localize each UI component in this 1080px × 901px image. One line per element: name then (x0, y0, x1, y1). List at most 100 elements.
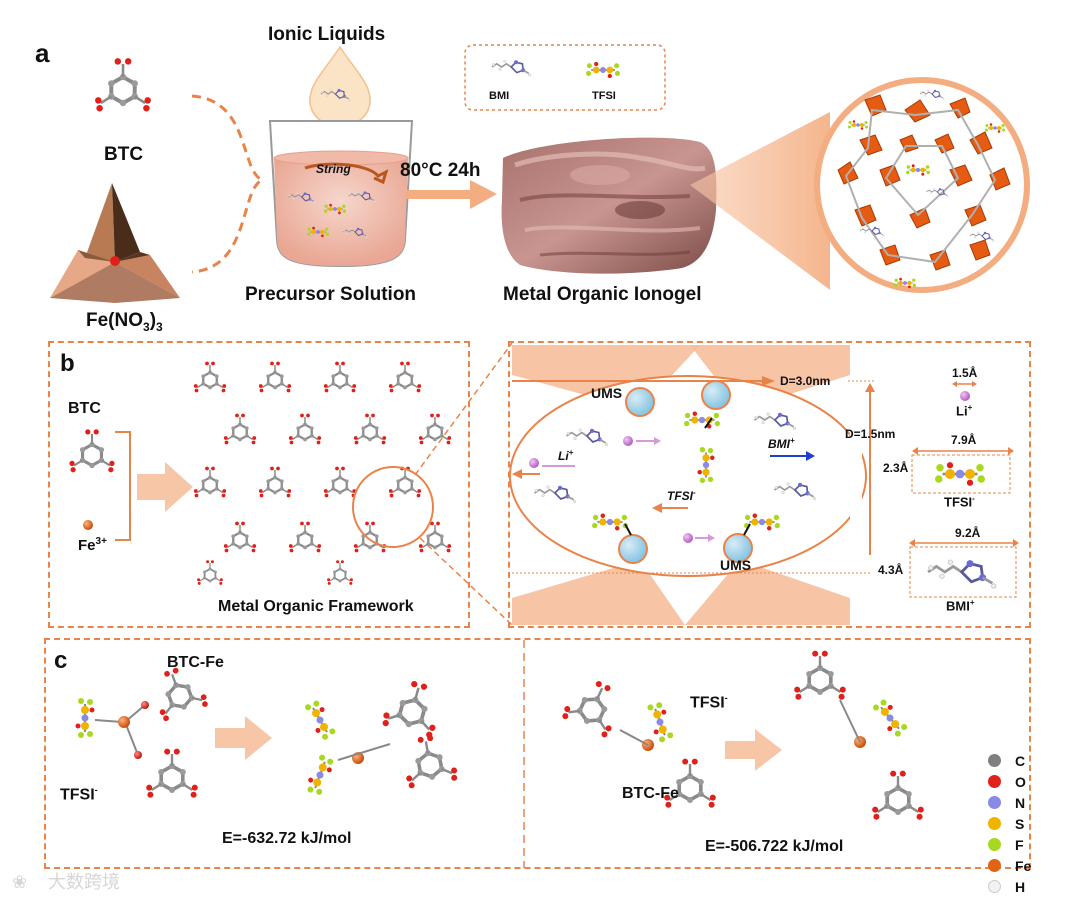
legend-item: H (988, 876, 1031, 897)
li-ion-text: Li (558, 449, 569, 463)
bmi-ion-text: BMI (768, 437, 790, 451)
fe-ion-label: Fe3+ (78, 536, 107, 554)
watermark: ❀ 大数跨境 (12, 868, 120, 894)
mof-label: Metal Organic Framework (218, 598, 414, 615)
bmi-key-label-b: BMI+ (946, 598, 975, 613)
legend-symbol: H (1015, 878, 1026, 895)
tfsi-label-1: TFSI- (60, 785, 98, 804)
d-outer-label: D=3.0nm (780, 374, 831, 388)
legend-symbol: O (1015, 773, 1026, 790)
fe-nitrate-label: Fe(NO3)3 (86, 310, 163, 334)
bracket-curve (191, 94, 266, 274)
panel-c-letter: c (54, 647, 68, 674)
tfsi-key-sup: - (972, 494, 975, 503)
legend-item: C (988, 750, 1031, 771)
tfsi-label-1-text: TFSI (60, 786, 95, 804)
legend-dot-o (988, 775, 1001, 788)
bmi-width-label: 9.2Å (955, 526, 981, 540)
watermark-icon: ❀ (12, 872, 28, 892)
fe-ion-sup: 3+ (95, 536, 107, 547)
beaker (268, 120, 414, 268)
fe-octahedron (50, 183, 180, 303)
stirring-label: String (316, 162, 351, 176)
legend-item: O (988, 771, 1031, 792)
btc-fe-label-2: BTC-Fe (622, 785, 679, 802)
panel-a-letter: a (35, 38, 50, 68)
ionic-liquids-label: Ionic Liquids (268, 24, 386, 45)
legend-dot-s (988, 817, 1001, 830)
panel-c-frame (44, 638, 1031, 869)
tfsi-label-1-sup: - (94, 785, 98, 795)
energy-label-2: E=-506.722 kJ/mol (705, 838, 844, 855)
tfsi-label-2-sup: - (724, 693, 728, 703)
pore-scheme (509, 345, 875, 625)
complex-1-after (300, 673, 461, 799)
fe-ion-text: Fe (78, 537, 96, 554)
li-ion-sup: + (568, 448, 574, 457)
tfsi-height-label: 2.3Å (883, 461, 909, 475)
precursor-label: Precursor Solution (245, 284, 417, 305)
legend-symbol: F (1015, 836, 1024, 853)
tfsi-ion-text: TFSI (667, 489, 693, 503)
tfsi-key-label: TFSI (592, 90, 616, 102)
legend-symbol: Fe (1015, 857, 1032, 874)
panel-b-letter: b (60, 350, 75, 377)
tfsi-key-label-b: TFSI- (944, 494, 975, 509)
tfsi-width-label: 7.9Å (951, 433, 977, 447)
condition-label: 80°C 24h (400, 160, 481, 181)
tfsi-ion-label: TFSI- (667, 488, 696, 503)
panel-b-right-frame (508, 341, 1031, 628)
tfsi-key-text: TFSI (944, 494, 973, 510)
li-key-label: Li+ (956, 403, 972, 418)
fe-ion (83, 520, 93, 530)
legend-item: S (988, 813, 1031, 834)
ums-bottom-label: UMS (720, 557, 752, 573)
watermark-text: 大数跨境 (48, 872, 120, 892)
ums-top-label: UMS (591, 385, 623, 401)
legend-dot-f (988, 838, 1001, 851)
bmi-key-text: BMI (946, 598, 970, 614)
mof-zoom-structure (837, 89, 1011, 289)
btc-fe-label-1: BTC-Fe (167, 654, 224, 671)
element-legend: C O N S F Fe H (988, 750, 1031, 897)
ionogel-label: Metal Organic Ionogel (503, 284, 702, 305)
legend-item: N (988, 792, 1031, 813)
legend-item: F (988, 834, 1031, 855)
li-key-sup: + (967, 403, 973, 412)
bmi-key-label: BMI (489, 90, 510, 102)
legend-symbol: S (1015, 815, 1025, 832)
btc-label-b: BTC (68, 400, 101, 417)
fe-nitrate-sub2: 3 (156, 319, 163, 334)
fe-nitrate-text: Fe(NO (86, 310, 143, 331)
tfsi-label-2-text: TFSI (690, 694, 725, 712)
ionic-liquid-drop (309, 45, 371, 127)
panel-b-left-frame (48, 341, 470, 628)
legend-item: Fe (988, 855, 1031, 876)
bmi-ion-sup: + (790, 436, 795, 445)
legend-symbol: C (1015, 752, 1026, 769)
fe-nitrate-sub: 3 (143, 319, 150, 334)
legend-dot-n (988, 796, 1001, 809)
tfsi-label-2: TFSI- (690, 693, 728, 712)
legend-dot-h (988, 880, 1001, 893)
ionogel-block (501, 137, 717, 274)
bmi-ion-label: BMI+ (768, 436, 795, 451)
btc-molecule-a (93, 56, 153, 114)
tfsi-ion-sup: - (693, 488, 696, 497)
complex-2-after (792, 648, 926, 822)
li-size-label: 1.5Å (952, 366, 978, 380)
complex-2-before (558, 670, 718, 810)
energy-label-1: E=-632.72 kJ/mol (222, 830, 352, 847)
li-ion-label: Li+ (558, 448, 573, 463)
bmi-height-label: 4.3Å (878, 563, 904, 577)
complex-1-before (74, 659, 212, 800)
btc-label-a: BTC (104, 144, 144, 165)
d-inner-label: D=1.5nm (845, 427, 896, 441)
legend-dot-c (988, 754, 1001, 767)
fe-nitrate-close: ) (149, 310, 157, 331)
li-key-text: Li (956, 403, 968, 419)
legend-dot-fe (988, 859, 1001, 872)
bmi-key-sup: + (969, 598, 975, 607)
legend-symbol: N (1015, 794, 1026, 811)
